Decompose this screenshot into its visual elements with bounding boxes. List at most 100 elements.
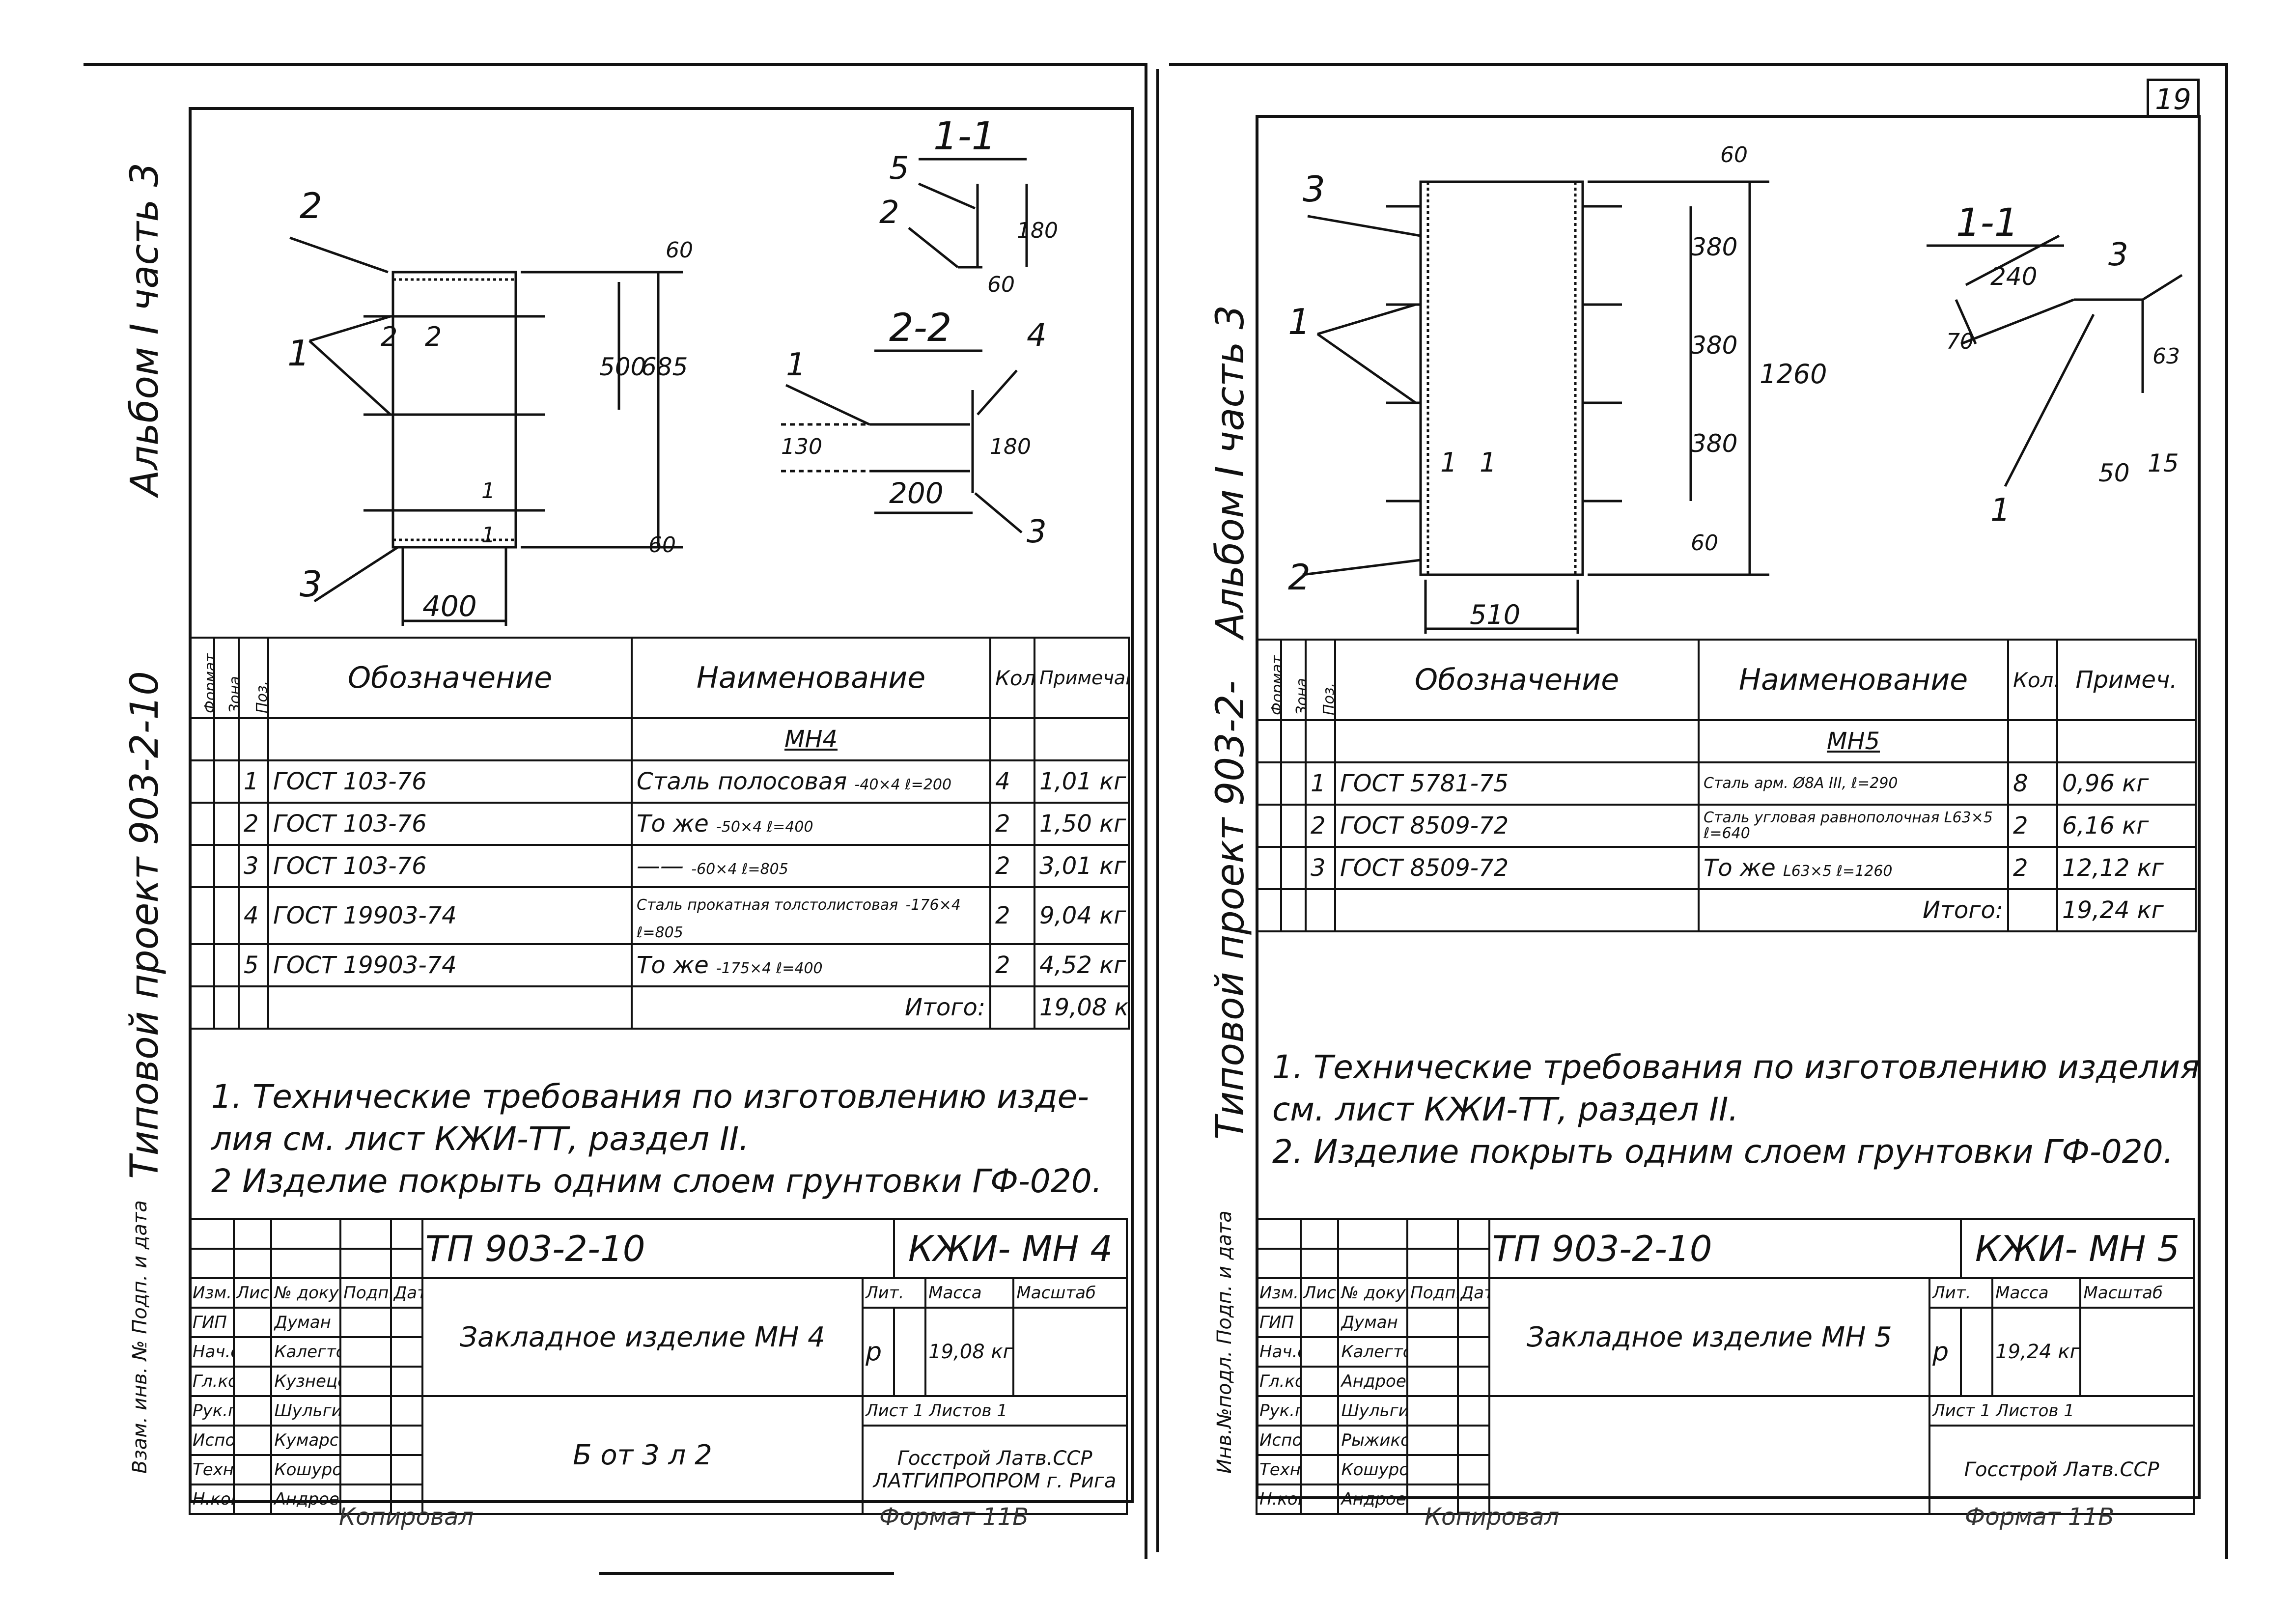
right-archive-blank: [1488, 1395, 1931, 1515]
left-note-2: 2 Изделие покрыть одним слоем грунтовки …: [211, 1162, 1102, 1200]
right-tb-h-data: Дата: [1456, 1277, 1490, 1309]
left-tb-scale-h: Масштаб: [1012, 1277, 1128, 1309]
right-row2-name: Сталь угловая равнополочная L63×5 ℓ=640: [1698, 804, 2009, 848]
left-role-5: Исполн.: [189, 1425, 235, 1456]
left-row3-designation: ГОСТ 103-76: [267, 844, 633, 888]
left-row5-qty: 2: [989, 943, 1035, 987]
left-tb-lit-h: Лит.: [862, 1277, 927, 1309]
right-name-6: Кошуров: [1337, 1454, 1409, 1485]
left-plan-label-1: 1: [287, 333, 310, 374]
right-s1-label-3: 3: [2108, 237, 2128, 273]
right-plan-dim-380b: 380: [1691, 331, 1737, 360]
right-note-1b: см. лист КЖИ-ТТ, раздел II.: [1272, 1091, 1739, 1128]
left-row5-name: То же -175×4 ℓ=400: [631, 943, 991, 987]
right-mark: КЖИ- МН 5: [1960, 1218, 2195, 1279]
right-plan-dim-60b: 60: [1691, 531, 1718, 556]
left-s2-dim-130: 130: [781, 434, 822, 459]
table-row: 1 ГОСТ 5781-75 Сталь арм. Ø8А III, ℓ=290…: [1256, 761, 2197, 806]
left-item-name: Закладное изделие МН 4: [421, 1277, 864, 1397]
left-row4-qty: 2: [989, 886, 1035, 945]
right-plan-label-3: 3: [1303, 168, 1325, 210]
right-role-4: Рук.гр.: [1256, 1395, 1302, 1427]
right-h-qty: Кол.: [2007, 639, 2058, 721]
left-plan-label-2: 2: [300, 185, 322, 226]
right-row2-qty: 2: [2007, 804, 2058, 848]
table-row: МН4: [189, 717, 1130, 761]
left-s2-dim-200: 200: [889, 476, 944, 510]
right-tb-h-list: Лист: [1299, 1277, 1340, 1309]
right-plan-dim-1260: 1260: [1760, 359, 1827, 390]
left-h-pos: Поз.: [238, 637, 269, 719]
right-drawing: 3 1 2 1 1 60 380 380 380 1260 60 510 1-1…: [1288, 142, 2183, 634]
left-tb-h-podp: Подп.: [339, 1277, 392, 1309]
right-row2-designation: ГОСТ 8509-72: [1334, 804, 1700, 848]
right-name-7: Андроева: [1337, 1484, 1409, 1515]
left-s2-label-3: 3: [1027, 514, 1047, 550]
left-row4-pos: 4: [238, 886, 269, 945]
left-tb-mass-h: Масса: [924, 1277, 1015, 1309]
left-tb-mass: 19,08 кг: [924, 1307, 1015, 1397]
left-name-5: Кумарс: [270, 1425, 342, 1456]
left-row3-pos: 3: [238, 844, 269, 888]
right-row2-pos: 2: [1305, 804, 1336, 848]
left-name-4: Шульгин: [270, 1395, 342, 1427]
left-row1-name: Сталь полосовая -40×4 ℓ=200: [631, 759, 991, 804]
left-format: Формат 11В: [879, 1503, 1029, 1531]
right-item-name: Закладное изделие МН 5: [1488, 1277, 1931, 1397]
left-tb-lit: р: [862, 1307, 895, 1397]
left-plan-label-3: 3: [300, 563, 322, 605]
right-sheet-label: Лист 1 Листов 1: [1929, 1395, 2195, 1427]
left-note-1b: лия см. лист КЖИ-ТТ, раздел II.: [211, 1120, 750, 1158]
table-row: Итого: 19,24 кг: [1256, 888, 2197, 932]
right-name-5: Рыжиков: [1337, 1425, 1409, 1456]
right-row3-designation: ГОСТ 8509-72: [1334, 846, 1700, 890]
right-plan-cut-1a: 1: [1440, 447, 1457, 478]
left-sheet-label: Лист 1 Листов 1: [862, 1395, 1128, 1427]
left-copied-by: Копировал: [339, 1503, 474, 1531]
right-name-1: Думан: [1337, 1307, 1409, 1338]
right-row3-pos: 3: [1305, 846, 1336, 890]
right-row1-name: Сталь арм. Ø8А III, ℓ=290: [1698, 761, 2009, 806]
left-h-name: Наименование: [631, 637, 991, 719]
right-role-1: ГИП: [1256, 1307, 1302, 1338]
right-plan-label-2: 2: [1288, 557, 1311, 598]
left-project-label: Типовой проект 903-2-10: [123, 671, 167, 1179]
left-s2-label-1: 1: [786, 347, 806, 383]
right-tb-h-podp: Подп.: [1406, 1277, 1459, 1309]
left-mark: КЖИ- МН 4: [893, 1218, 1128, 1279]
left-h-qty: Кол.: [989, 637, 1035, 719]
right-group-title: МН5: [1698, 719, 2009, 763]
right-total-value: 19,24 кг: [2056, 888, 2197, 932]
right-copied-by: Копировал: [1425, 1503, 1560, 1531]
right-total-label: Итого:: [1698, 888, 2009, 932]
left-name-6: Кошуров: [270, 1454, 342, 1485]
right-tb-mass: 19,24 кг: [1991, 1307, 2082, 1397]
right-role-3: Гл.констр.: [1256, 1366, 1302, 1397]
left-total-value: 19,08 кг: [1034, 985, 1130, 1030]
bottom-scan-line: [599, 1572, 894, 1575]
right-row2-note: 6,16 кг: [2056, 804, 2197, 848]
left-plan-cut-2b: 2: [425, 321, 442, 352]
left-title-block: ТП 903-2-10 КЖИ- МН 4 Изм. Лист № докум.…: [189, 1218, 1128, 1515]
left-role-2: Нач.отд.: [189, 1336, 235, 1368]
table-row: 3 ГОСТ 8509-72 То же L63×5 ℓ=1260 2 12,1…: [1256, 846, 2197, 890]
left-note-1: 1. Технические требования по изготовлени…: [211, 1078, 1089, 1116]
left-notes: 1. Технические требования по изготовлени…: [211, 1076, 1102, 1203]
left-s1-dim-180: 180: [1017, 218, 1058, 243]
table-row: 2 ГОСТ 8509-72 Сталь угловая равнополочн…: [1256, 804, 2197, 848]
right-role-5: Исполн.: [1256, 1425, 1302, 1456]
table-row: 2 ГОСТ 103-76 То же -50×4 ℓ=400 2 1,50 к…: [189, 802, 1130, 846]
right-row1-note: 0,96 кг: [2056, 761, 2197, 806]
left-section-2-2: 2-2: [889, 306, 951, 350]
left-role-7: Н.контр.: [189, 1484, 235, 1515]
left-h-designation: Обозначение: [267, 637, 633, 719]
table-row: Итого: 19,08 кг: [189, 985, 1130, 1030]
left-row3-name: —— -60×4 ℓ=805: [631, 844, 991, 888]
right-s1-label-1: 1: [1990, 492, 2011, 529]
left-role-1: ГИП: [189, 1307, 235, 1338]
right-row3-name: То же L63×5 ℓ=1260: [1698, 846, 2009, 890]
left-row4-designation: ГОСТ 19903-74: [267, 886, 633, 945]
right-plan-dim-380a: 380: [1691, 233, 1737, 261]
table-row: 4 ГОСТ 19903-74 Сталь прокатная толстоли…: [189, 886, 1130, 945]
left-row3-note: 3,01 кг: [1034, 844, 1130, 888]
